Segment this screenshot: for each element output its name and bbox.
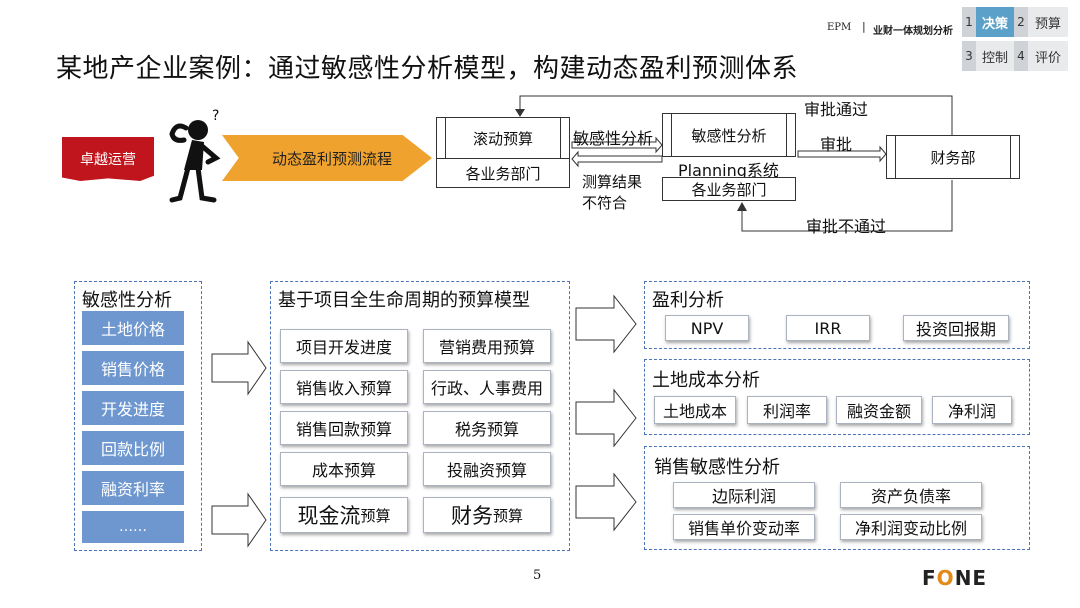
planning-dept-label: 各业务部门 bbox=[691, 180, 767, 199]
budget-item: 项目开发进度 bbox=[280, 329, 408, 363]
planning-dept-box: 各业务部门 bbox=[662, 177, 796, 201]
budget-item: 成本预算 bbox=[280, 452, 408, 486]
sales-sensitivity-item: 边际利润 bbox=[673, 482, 815, 508]
sensitivity-item: 土地价格 bbox=[82, 311, 184, 345]
rolling-budget-label: 滚动预算 bbox=[472, 129, 533, 148]
box-side-bar bbox=[886, 135, 896, 179]
sensitivity-analysis-label: 敏感性分析 bbox=[691, 126, 767, 145]
profit-item: 投资回报期 bbox=[903, 315, 1009, 341]
header-separator: | bbox=[862, 20, 866, 33]
thinking-person-icon: ? bbox=[169, 108, 221, 203]
box-side-bar bbox=[560, 117, 570, 159]
planning-system-label: Planning系统 bbox=[678, 161, 779, 180]
sensitivity-item: 开发进度 bbox=[82, 391, 184, 425]
land-cost-item: 融资金额 bbox=[836, 396, 922, 424]
box-side-bar bbox=[662, 113, 672, 157]
nav-tab-number: 3 bbox=[962, 41, 976, 71]
hollow-arrows-right bbox=[575, 294, 637, 532]
nav-tab-number: 1 bbox=[962, 7, 976, 37]
flow-connectors bbox=[515, 95, 953, 232]
sales-sensitivity-item: 净利润变动比例 bbox=[840, 514, 982, 540]
rolling-dept-box: 各业务部门 bbox=[436, 158, 570, 188]
approve-label: 审批 bbox=[820, 135, 853, 154]
mismatch-label-line2: 不符合 bbox=[582, 194, 628, 212]
process-arrow: 动态盈利预测流程 bbox=[222, 135, 432, 181]
finance-big-text: 财务 bbox=[450, 504, 493, 528]
sales-sensitivity-item: 销售单价变动率 bbox=[673, 514, 815, 540]
finance-label: 财务部 bbox=[930, 148, 976, 167]
logo-o: O bbox=[936, 566, 955, 590]
box-side-bar bbox=[436, 117, 446, 159]
budget-item: 税务预算 bbox=[423, 411, 551, 445]
sensitivity-panel-title: 敏感性分析 bbox=[82, 290, 172, 311]
sensitivity-item: 融资利率 bbox=[82, 471, 184, 505]
box-side-bar bbox=[786, 113, 796, 157]
nav-tab-control[interactable]: 3 控制 bbox=[962, 41, 1014, 71]
nav-tab-label: 预算 bbox=[1028, 7, 1068, 37]
page-title: 某地产企业案例：通过敏感性分析模型，构建动态盈利预测体系 bbox=[56, 54, 799, 84]
profit-item: NPV bbox=[665, 315, 749, 341]
sensitivity-arrow-label: 敏感性分析 bbox=[573, 129, 654, 148]
cashflow-small-text: 预算 bbox=[360, 506, 391, 525]
rolling-dept-label: 各业务部门 bbox=[465, 164, 541, 183]
logo-f: F bbox=[922, 566, 937, 590]
budget-item: 销售回款预算 bbox=[280, 411, 408, 445]
land-cost-item: 利润率 bbox=[747, 396, 827, 424]
sales-sensitivity-item: 资产负债率 bbox=[840, 482, 982, 508]
sensitivity-item: 销售价格 bbox=[82, 351, 184, 385]
nav-tab-decision[interactable]: 1 决策 bbox=[962, 7, 1014, 37]
budget-item: 销售收入预算 bbox=[280, 370, 408, 404]
approved-label: 审批通过 bbox=[804, 100, 869, 119]
land-cost-item: 土地成本 bbox=[654, 396, 736, 424]
budget-item: 行政、人事费用 bbox=[423, 370, 551, 404]
excellence-banner: 卓越运营 bbox=[62, 137, 154, 181]
nav-tab-budget[interactable]: 2 预算 bbox=[1014, 7, 1068, 37]
profit-item: IRR bbox=[786, 315, 870, 341]
finance-small-text: 预算 bbox=[492, 506, 523, 525]
finance-budget-item: 财务预算 bbox=[423, 497, 551, 533]
rolling-budget-box: 滚动预算 bbox=[436, 117, 570, 159]
header-subtitle: 业财一体规划分析 bbox=[873, 26, 953, 37]
cashflow-big-text: 现金流 bbox=[297, 504, 361, 528]
svg-text:?: ? bbox=[212, 108, 219, 124]
nav-tab-label: 评价 bbox=[1028, 41, 1068, 71]
nav-tab-number: 2 bbox=[1014, 7, 1028, 37]
budget-model-title: 基于项目全生命周期的预算模型 bbox=[278, 290, 530, 311]
header-epm: EPM bbox=[827, 22, 852, 33]
mismatch-label-line1: 测算结果 bbox=[582, 173, 643, 191]
land-cost-item: 净利润 bbox=[932, 396, 1012, 424]
sales-sensitivity-title: 销售敏感性分析 bbox=[654, 457, 780, 478]
hollow-arrows-left bbox=[211, 340, 267, 548]
cashflow-budget-item: 现金流预算 bbox=[280, 497, 408, 533]
finance-box: 财务部 bbox=[886, 135, 1020, 179]
budget-item: 投融资预算 bbox=[423, 452, 551, 486]
sensitivity-analysis-box: 敏感性分析 bbox=[662, 113, 796, 157]
page-number: 5 bbox=[533, 568, 542, 583]
land-cost-title: 土地成本分析 bbox=[652, 370, 760, 391]
nav-tab-number: 4 bbox=[1014, 41, 1028, 71]
profit-analysis-title: 盈利分析 bbox=[652, 290, 724, 311]
brand-logo: FONE bbox=[922, 566, 987, 590]
nav-tab-evaluation[interactable]: 4 评价 bbox=[1014, 41, 1068, 71]
box-side-bar bbox=[1010, 135, 1020, 179]
budget-item: 营销费用预算 bbox=[423, 329, 551, 363]
nav-tab-label: 决策 bbox=[976, 7, 1014, 37]
logo-ne: NE bbox=[954, 566, 988, 590]
sensitivity-item: 回款比例 bbox=[82, 431, 184, 465]
sensitivity-item: …… bbox=[82, 511, 184, 543]
nav-tab-label: 控制 bbox=[976, 41, 1014, 71]
rejected-label: 审批不通过 bbox=[806, 217, 887, 236]
